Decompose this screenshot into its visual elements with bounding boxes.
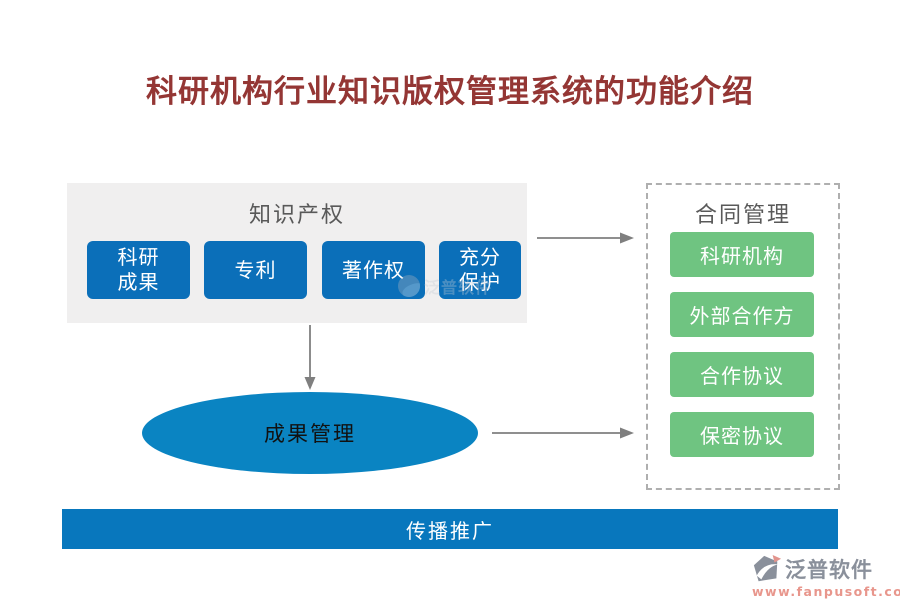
- vendor-name: 泛普软件: [785, 558, 873, 582]
- contract-item-external-partner: 外部合作方: [670, 292, 814, 337]
- ip-item-copyright: 著作权: [322, 241, 425, 299]
- ip-panel: 知识产权 科研 成果 专利 著作权 充分 保护: [67, 183, 527, 323]
- promotion-bar-label: 传播推广: [406, 518, 494, 543]
- ip-panel-header: 知识产权: [248, 203, 345, 228]
- arrow-ip-to-contract: [537, 232, 634, 244]
- contract-item-nda: 保密协议: [670, 412, 814, 457]
- arrow-ip-to-results: [304, 325, 316, 390]
- contract-item-cooperation-agreement: 合作协议: [670, 352, 814, 397]
- contract-panel: 合同管理 科研机构 外部合作方 合作协议 保密协议: [646, 183, 840, 490]
- ip-item-research-results: 科研 成果: [87, 241, 190, 299]
- ip-item-patent: 专利: [204, 241, 307, 299]
- contract-item-research-institution: 科研机构: [670, 232, 814, 277]
- fanpu-logo-icon: [753, 554, 782, 582]
- contract-panel-header: 合同管理: [694, 203, 791, 228]
- arrow-results-to-contract: [492, 427, 634, 439]
- vendor-logo: 泛普软件 www.fanpusoft.com: [752, 554, 900, 599]
- results-management-ellipse: 成果管理: [142, 392, 478, 474]
- page-title: 科研机构行业知识版权管理系统的功能介绍: [146, 74, 754, 110]
- vendor-url: www.fanpusoft.com: [752, 584, 900, 599]
- results-management-label: 成果管理: [264, 422, 356, 446]
- promotion-bar: 传播推广: [62, 509, 838, 549]
- ip-item-full-protection: 充分 保护: [439, 241, 521, 299]
